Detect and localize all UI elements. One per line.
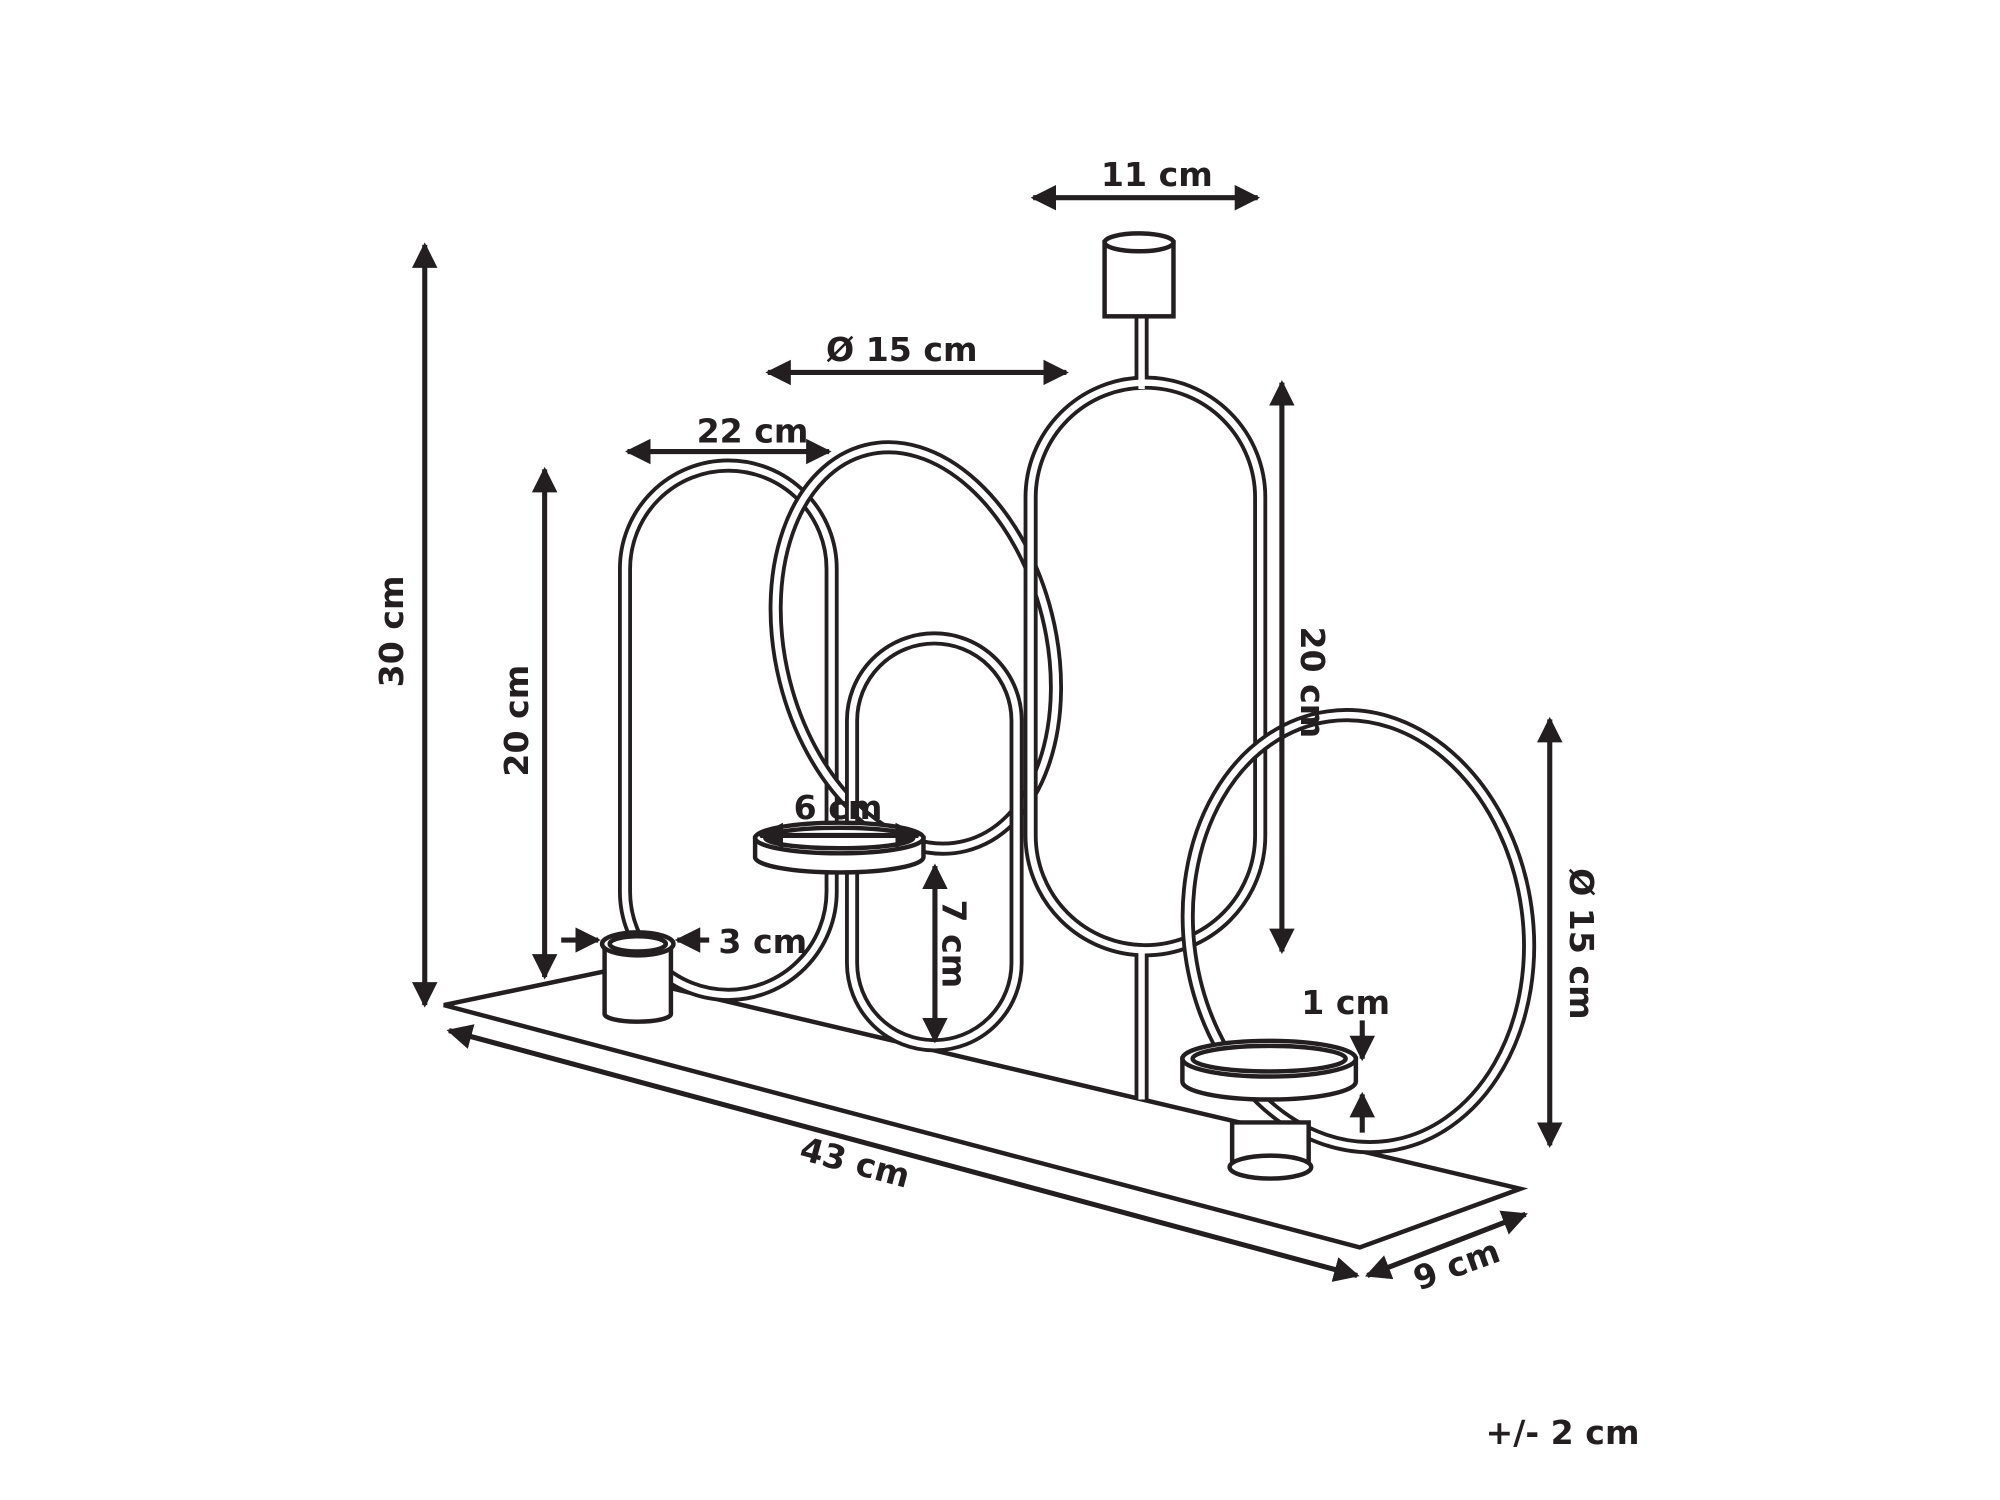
label-dish-height: 7 cm xyxy=(935,899,974,988)
label-small-cup-width: 3 cm xyxy=(718,922,807,961)
label-left-loop-height: 20 cm xyxy=(497,665,536,777)
dimension-arrows xyxy=(411,184,1563,1282)
label-top-cup-width: 11 cm xyxy=(1101,155,1213,194)
tilted-ring xyxy=(768,440,1064,856)
tall-oval-loop xyxy=(1023,316,1268,1100)
label-left-loop-width: 22 cm xyxy=(697,412,809,451)
right-ring xyxy=(1180,708,1537,1155)
label-dish-width: 6 cm xyxy=(794,788,883,827)
arrow-base-depth xyxy=(1364,1210,1528,1280)
middle-dish xyxy=(752,820,926,875)
small-left-cup xyxy=(599,930,676,1024)
top-candle-cup xyxy=(1102,231,1176,319)
label-total-height: 30 cm xyxy=(372,575,411,687)
label-right-ring-diameter: Ø 15 cm xyxy=(1562,868,1601,1020)
label-middle-ring-diameter: Ø 15 cm xyxy=(826,330,978,369)
label-right-dish-depth: 1 cm xyxy=(1301,983,1390,1022)
label-tolerance: +/- 2 cm xyxy=(1485,1413,1639,1452)
label-tall-oval-height: 20 cm xyxy=(1293,626,1332,738)
arrow-base-length xyxy=(446,1024,1360,1282)
